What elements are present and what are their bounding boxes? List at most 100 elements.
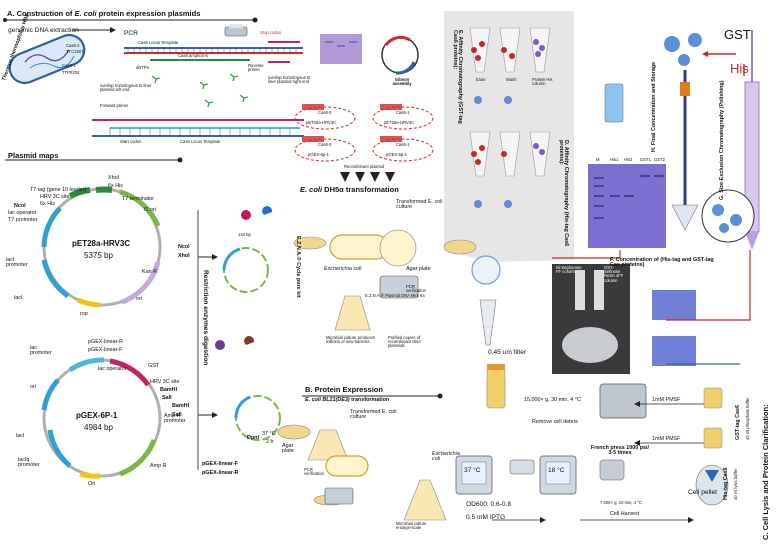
pgex-f-label: pGEX-linear-F bbox=[88, 347, 123, 353]
his-label-2: 6x His bbox=[40, 201, 55, 207]
centrifuge-label: 7,000× g, 10 min, 4 °C bbox=[600, 500, 642, 505]
storage-tube bbox=[604, 83, 624, 123]
pgex-label-1: pGEX-6p-1 bbox=[308, 152, 329, 157]
f1-ori-label: f1 ori bbox=[144, 207, 156, 213]
laci-label: lacI bbox=[14, 295, 23, 301]
filter-label: 0.45 um filter bbox=[488, 349, 527, 356]
incubator-temp-2: 18 °C bbox=[548, 467, 565, 474]
lane-his1: His1 bbox=[610, 157, 619, 162]
dna-template-top bbox=[124, 41, 303, 63]
b-pcr: PCR verification bbox=[304, 467, 325, 477]
lac-promoter-label: lac promoter bbox=[30, 345, 52, 357]
french-press-label: French press 1000 psi/ 3-5 times bbox=[590, 445, 650, 457]
pgex-lac-operator-label: lac operator bbox=[98, 366, 127, 372]
incubator-temp-1: 37 °C bbox=[464, 467, 481, 474]
cas6-2-plasmid-label: Cas6-2 bbox=[318, 110, 332, 115]
genomic-label: genomic DNA extraction bbox=[8, 27, 79, 34]
pgex-ori-label-2: Ori bbox=[88, 481, 96, 487]
debris-label: Remove cell debris bbox=[532, 419, 578, 425]
pet-label-2: pET28a-HRV3C bbox=[384, 120, 415, 125]
dpni-label: DpnI bbox=[247, 435, 259, 441]
recombinant-plasmids bbox=[294, 104, 434, 162]
laci-promoter-label: lacI promoter bbox=[6, 257, 28, 269]
microbial-label: Microbial culture produces millions of n… bbox=[326, 335, 375, 345]
overlap-left-label: overlap homologous to liner plasmid left… bbox=[100, 83, 152, 93]
pet28a-plasmid bbox=[41, 186, 162, 308]
gst-cas6-label: GST-tag Cas6 bbox=[735, 404, 741, 440]
buffer-2-label: 40 ml lysis buffer bbox=[733, 468, 738, 500]
lane-m: M bbox=[596, 157, 600, 162]
pet28a-size: 5375 bp bbox=[84, 251, 113, 260]
pgex-linear-f: pGEX-linear-F bbox=[202, 461, 238, 467]
rop-label: rop bbox=[80, 311, 88, 317]
b-transformed: Transformed E. coli culture bbox=[350, 409, 397, 421]
cas6-1-plasmid-label: Cas6-1 bbox=[396, 110, 410, 115]
reverse-primer-label: Reverse primer bbox=[248, 63, 264, 73]
ni-column-label: Ni-Sepharose FF column bbox=[556, 265, 582, 275]
pcr-verification-label: PCR verification bbox=[406, 284, 427, 294]
od-label: OD600: 0.6-0.8 bbox=[466, 501, 512, 508]
dntp-icons bbox=[151, 73, 249, 108]
cas6-2-plasmid-label-b: Cas6-2 bbox=[318, 142, 332, 147]
laciq-label: lacIq promoter bbox=[18, 457, 40, 469]
t7-promoter-label: T7 promoter bbox=[8, 217, 38, 223]
pmsf-label-1: 1mM PMSF bbox=[652, 397, 681, 403]
lane-gst1: GST1 bbox=[640, 157, 651, 162]
falcon-tube bbox=[486, 367, 506, 409]
template2-label: Cas6 Locus Template bbox=[180, 139, 221, 144]
his-cas6-label: His-tag Cas6 bbox=[723, 467, 729, 500]
bp-label: 144 bp bbox=[238, 232, 251, 237]
pgex-label-2: pGEX-6p-1 bbox=[386, 152, 407, 157]
section-b-title: B. Protein Expression bbox=[305, 385, 383, 394]
down-arrows bbox=[340, 172, 395, 182]
dntps-label: dNTPs bbox=[136, 65, 149, 70]
pgex-name: pGEX-6P-1 bbox=[76, 411, 118, 420]
cas6-1-plasmid-label-b: Cas6-1 bbox=[396, 142, 410, 147]
section-c-title: C. Cell Lysis and Protein Clarification: bbox=[761, 404, 770, 540]
pet28a-name: pET28a-HRV3C bbox=[72, 239, 131, 248]
section-a-title: A. Construction of E. coli protein expre… bbox=[7, 9, 201, 18]
digestion-label: Restriction enzymes digestion bbox=[202, 270, 209, 366]
transformation-title: E. coli DH5α transformation bbox=[300, 185, 399, 194]
tube-protein: Protein His column bbox=[532, 77, 553, 87]
recombinant-label: Recombinant plasmid bbox=[344, 164, 385, 169]
transformed-label: Transformed E. coli culture bbox=[396, 199, 443, 211]
iptg-label: 0.5 mM IPTG bbox=[466, 514, 506, 521]
lane-his2: His2 bbox=[624, 157, 633, 162]
dpni-temp: 37 °C bbox=[262, 431, 276, 437]
t7-terminator-label: T7 terminator bbox=[122, 196, 155, 202]
hrv-label: HRV 3C site bbox=[40, 194, 70, 200]
spin-label: 15,000× g, 30 min, 4 °C bbox=[524, 397, 581, 403]
ampr-promoter-label: Amp R promoter bbox=[164, 413, 186, 425]
gibson-label: Gibson assembly bbox=[392, 77, 412, 87]
t7-tag-label: T7 tag (gene 10 leader) bbox=[30, 187, 87, 193]
pet-ori-label: ori bbox=[136, 296, 142, 302]
ecoli-label: Escherichia coli bbox=[324, 266, 362, 272]
nanodrop-icon bbox=[224, 24, 248, 37]
sali-label: SalI bbox=[162, 395, 172, 401]
concentration-title: F. Concentration of (His-tag and GST-tag… bbox=[610, 257, 714, 269]
agar-label: Agar plate bbox=[406, 266, 431, 272]
sali-cut: SalI bbox=[172, 412, 182, 418]
template-label: Cas6 Locus Template bbox=[138, 40, 179, 45]
xhoi-label: XhoI bbox=[108, 175, 120, 181]
tube-wash: Wash bbox=[506, 77, 517, 82]
pgex-laci-label: lacI bbox=[16, 433, 25, 439]
pgex-linear-r: pGEX-linear-R bbox=[202, 470, 239, 476]
sec-title: G. Size-Exclusion Chromatography (Polish… bbox=[719, 80, 725, 200]
stop-codon-label: Stop codon bbox=[260, 30, 282, 35]
bamhi-cut: BamHI bbox=[172, 403, 190, 409]
centrifuge bbox=[599, 383, 647, 419]
pgex-size: 4984 bp bbox=[84, 423, 113, 432]
xhoi-cut: XhoI bbox=[178, 253, 190, 259]
kit-label: E.Z.N.A.® Plasmid DNA Mini Kit bbox=[365, 293, 425, 298]
dna-template-bottom bbox=[92, 119, 304, 137]
cycle-pure-kit-label: E.Z.N.A.® Cycle pure kit bbox=[295, 236, 301, 298]
purified-label: Purified copies of recombinant DNA plasm… bbox=[388, 335, 421, 349]
affinity-panel-tail bbox=[444, 250, 574, 262]
pgex-ori-label: ori bbox=[30, 384, 36, 390]
ncoi-label: NcoI bbox=[14, 203, 26, 209]
pellet-tube-2 bbox=[703, 427, 723, 449]
forward-primer-label: Forward primer bbox=[100, 103, 129, 108]
sec-column bbox=[744, 30, 760, 250]
